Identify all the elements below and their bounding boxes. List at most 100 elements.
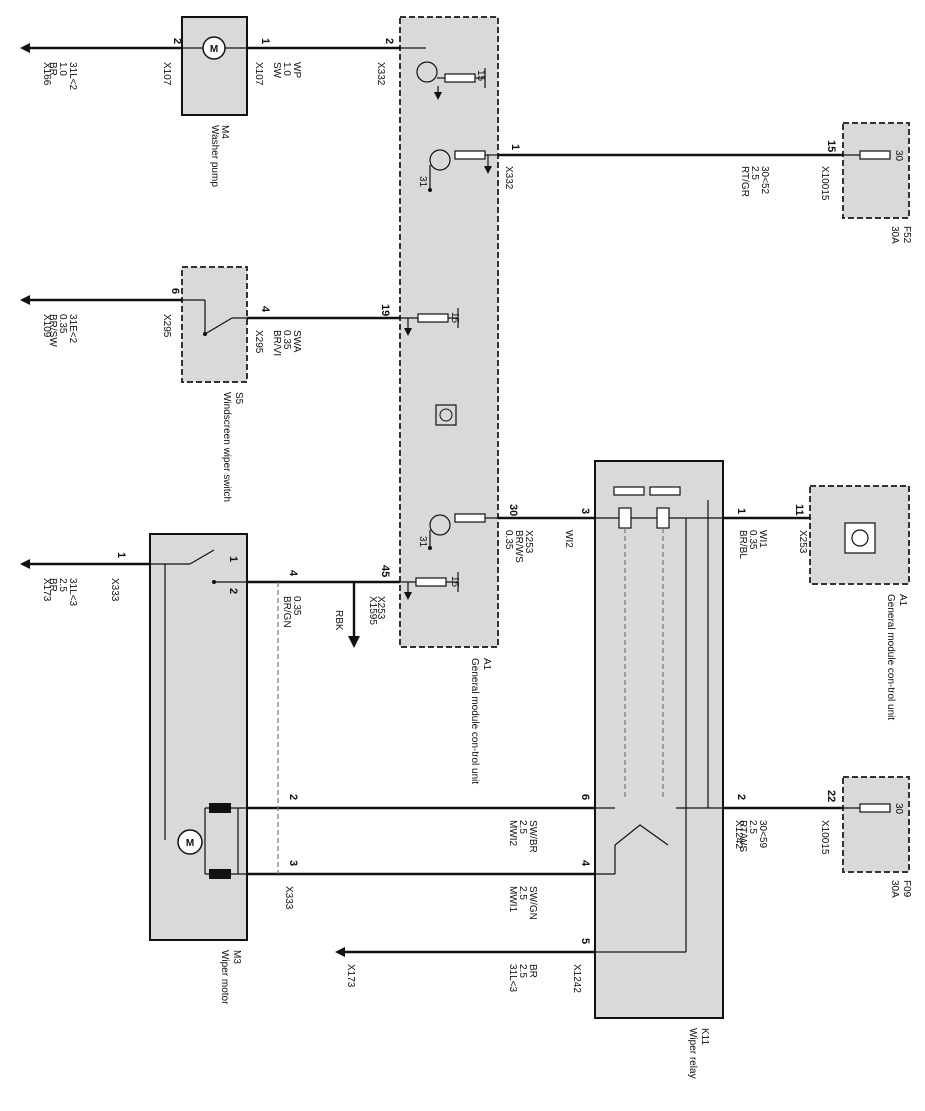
pin-a1-2: 2 <box>383 38 395 44</box>
svg-text:X10015: X10015 <box>819 820 830 855</box>
svg-text:X107: X107 <box>253 62 264 86</box>
svg-text:0.35: 0.35 <box>57 314 68 334</box>
svg-text:31: 31 <box>417 176 428 188</box>
svg-text:WI2: WI2 <box>563 530 574 548</box>
label-wire-x173-spec: 31L<3 2.5 BR <box>47 578 78 607</box>
svg-text:31L<3: 31L<3 <box>507 964 518 993</box>
s5-wiper-switch-box <box>181 266 248 383</box>
label-wire-x109: X109 <box>41 314 52 338</box>
k11-name: Wiper relay <box>687 1028 698 1079</box>
svg-text:Washer pump: Washer pump <box>209 125 220 187</box>
svg-text:SW/BR: SW/BR <box>527 820 538 853</box>
k11-relay-internals <box>595 486 723 953</box>
svg-text:X295: X295 <box>161 314 172 338</box>
pin-k11-5: 5 <box>579 938 591 944</box>
f52-title: F52 30A <box>889 226 912 244</box>
svg-text:BR/BL: BR/BL <box>737 530 748 559</box>
washer-pump-motor-icon: M <box>182 36 247 60</box>
a1-top-name: General module con-trol unit <box>469 658 480 784</box>
ground-arrow-x173-bottom <box>335 947 345 957</box>
svg-text:31L<2: 31L<2 <box>67 62 78 91</box>
f52-fuse-box <box>842 122 910 219</box>
svg-text:2.5: 2.5 <box>747 820 758 834</box>
label-wire-x107-spec: WP 1.0 SW <box>271 62 302 79</box>
svg-text:A1: A1 <box>897 594 908 607</box>
ic-icon <box>435 404 457 426</box>
f09-title: F09 30A <box>889 880 912 898</box>
label-wire-x166: X166 <box>41 62 52 86</box>
pin-m4-2: 2 <box>171 38 183 44</box>
svg-text:2.5: 2.5 <box>517 964 528 978</box>
pin-a1-1: 1 <box>509 144 521 150</box>
a1-right-ic-icon <box>844 522 876 554</box>
svg-text:X10015: X10015 <box>819 166 830 201</box>
svg-text:X166: X166 <box>41 62 52 86</box>
pin-f52-15: 15 <box>825 140 837 152</box>
label-wire-x295-spec: SWA 0.35 BR/VI <box>271 330 302 356</box>
svg-text:M: M <box>186 838 194 849</box>
svg-text:RT/WS: RT/WS <box>737 820 748 852</box>
svg-text:0.35: 0.35 <box>747 530 758 550</box>
k11-title: K11 <box>699 1028 710 1045</box>
pin-k11-4: 4 <box>579 860 591 867</box>
pin-f09-22: 22 <box>825 790 837 802</box>
m3-title: M3 <box>231 950 242 964</box>
svg-text:30A: 30A <box>889 880 900 898</box>
label-wire-x173: X173 <box>41 578 52 602</box>
svg-text:X1242: X1242 <box>571 964 582 993</box>
svg-text:SW: SW <box>271 62 282 79</box>
svg-text:SWA: SWA <box>291 330 302 353</box>
label-wire-x1242b-spec: BR 2.5 31L<3 <box>507 964 538 993</box>
relay-coil-icon <box>656 507 670 529</box>
svg-text:30<59: 30<59 <box>757 820 768 849</box>
m3-motor-internals: M <box>150 549 247 879</box>
svg-text:31E<2: 31E<2 <box>67 314 78 344</box>
svg-text:X332: X332 <box>503 166 514 190</box>
svg-text:Wiper relay: Wiper relay <box>687 1028 698 1079</box>
label-wire-wi2-name: WI2 <box>563 530 574 548</box>
label-wire-x1242a-spec: 30<59 2.5 RT/WS <box>737 820 768 852</box>
module-pin-labels: 15 31 15 31 15 30 30 <box>417 70 904 815</box>
pin-k11-6: 6 <box>579 794 591 800</box>
pin-s5-6: 6 <box>169 288 181 294</box>
transistor-icon <box>429 514 451 536</box>
svg-text:31L<3: 31L<3 <box>67 578 78 607</box>
wiper-switch-contact-icon <box>182 299 247 336</box>
svg-text:X333: X333 <box>283 886 294 910</box>
f09-fuse-box <box>842 776 910 873</box>
svg-text:2.5: 2.5 <box>517 820 528 834</box>
s5-title: S5 <box>233 392 244 405</box>
svg-text:15: 15 <box>475 70 486 82</box>
svg-text:0.35: 0.35 <box>291 596 302 616</box>
label-wire-mwi1-spec: SW/GN 2.5 MWI1 <box>507 886 538 920</box>
wires <box>27 46 843 954</box>
svg-text:30A: 30A <box>889 226 900 244</box>
svg-text:31: 31 <box>417 536 428 548</box>
f09-fuse-icon <box>843 803 891 813</box>
terminals <box>20 43 360 957</box>
pin-numbers: 2 1 2 1 15 6 4 19 30 3 1 11 1 1 2 4 45 2… <box>115 38 837 944</box>
m4-title: M4 <box>219 125 230 139</box>
a1-right-name: General module con-trol unit <box>885 594 896 720</box>
pin-a1r-11: 11 <box>793 504 805 516</box>
label-wire-mwi2-spec: SW/BR 2.5 MWI2 <box>507 820 538 853</box>
label-wire-wi2-spec: X253 BR/WS 0.35 <box>503 530 534 563</box>
pin-m3-4: 4 <box>287 570 299 577</box>
pin-s5-4: 4 <box>259 306 271 313</box>
pin-m4-1: 1 <box>259 38 271 44</box>
label-wire-wi1-conn: X253 <box>797 530 808 554</box>
pin-m3-switch-1: 1 <box>227 556 239 562</box>
svg-text:X253: X253 <box>797 530 808 554</box>
svg-text:BR/GN: BR/GN <box>281 596 292 628</box>
transistor-icon <box>416 61 438 83</box>
wiper-motor-icon <box>177 829 203 855</box>
ground-arrow-x166 <box>20 43 30 53</box>
svg-text:WI1: WI1 <box>757 530 768 548</box>
svg-text:X109: X109 <box>41 314 52 338</box>
svg-text:X173: X173 <box>345 964 356 988</box>
pin-k11-2: 2 <box>735 794 747 800</box>
svg-text:BR/SW: BR/SW <box>47 314 58 347</box>
ground-arrow-x109 <box>20 295 30 305</box>
svg-text:F52: F52 <box>901 226 912 244</box>
svg-text:BR/VI: BR/VI <box>271 330 282 356</box>
